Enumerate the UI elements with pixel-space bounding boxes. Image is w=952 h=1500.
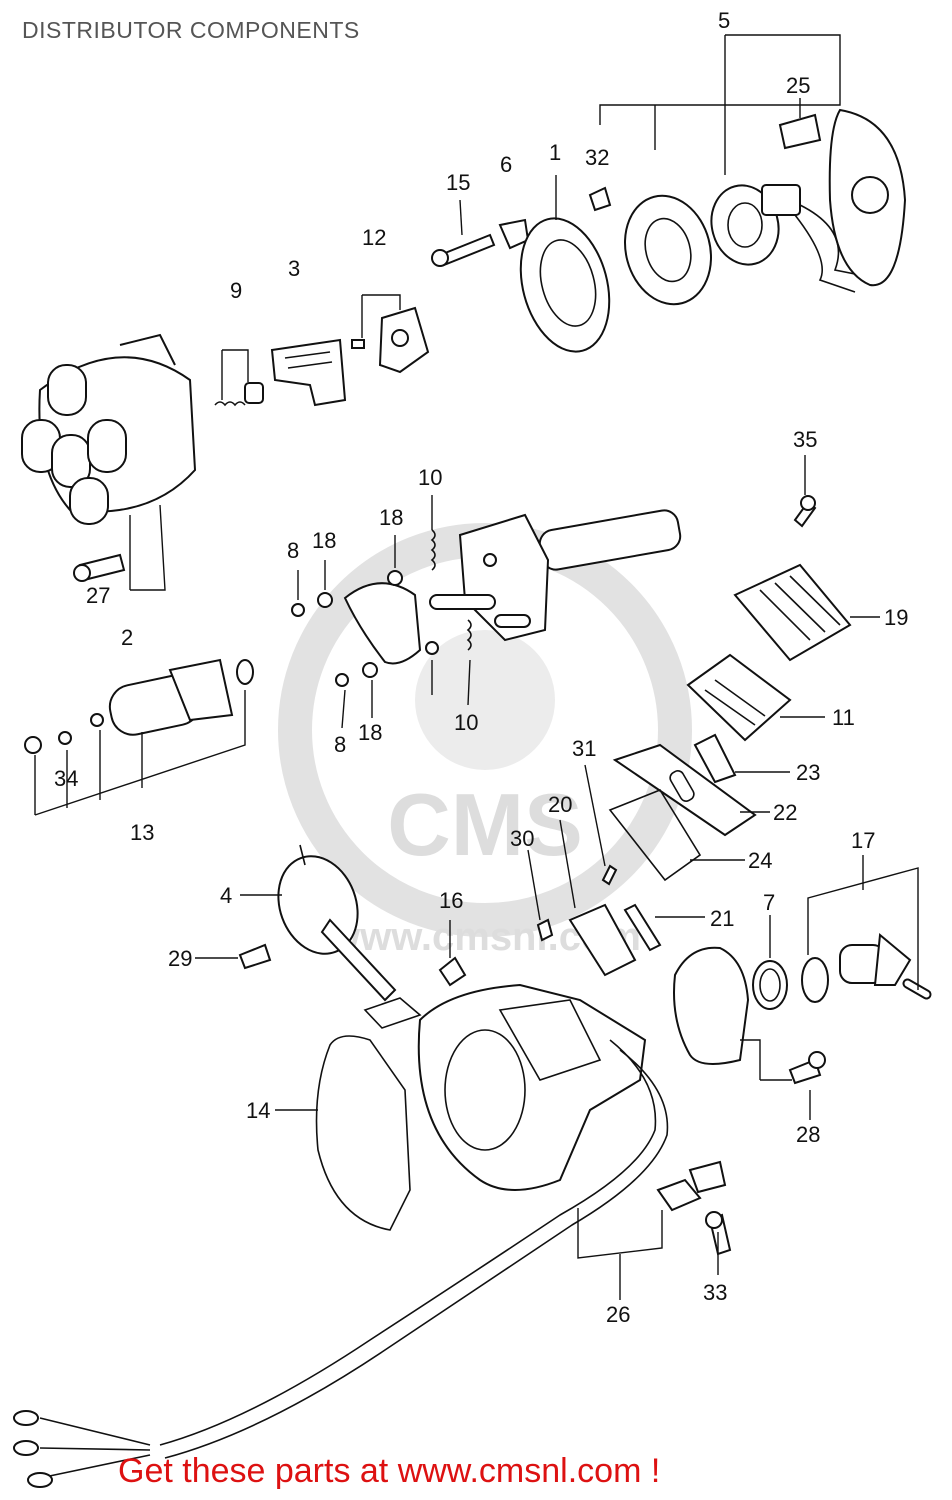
callout-label: 27 [86,583,110,608]
o-ring-14 [275,1035,411,1231]
module-11 [686,653,825,742]
callout-label: 28 [796,1122,820,1147]
callout-label: 13 [130,820,154,845]
vacuum-advance [240,844,397,1002]
igniter-module-19 [733,563,880,662]
callout-label: 8 [287,538,299,563]
screw-29 [195,943,272,970]
callout-label: 22 [773,800,797,825]
spring-10-top [430,495,436,571]
bracket-5 [599,34,841,175]
clamp-25 [778,98,822,150]
callout-label: 12 [362,225,386,250]
callout-label: 29 [168,946,192,971]
breaker-plate [673,946,761,1080]
stator-plate [828,108,907,287]
callout-label: 20 [548,792,572,817]
callout-label: 16 [439,888,463,913]
pickup-coil [710,184,861,293]
reluctor-ring-1 [519,175,611,353]
callout-label: 11 [832,705,855,730]
page-title: DISTRIBUTOR COMPONENTS [22,17,360,43]
callout-label: 33 [703,1280,727,1305]
callout-label: 26 [606,1302,630,1327]
callout-label: 24 [748,848,772,873]
heat-sink-22 [612,743,770,837]
cap-screw-27 [73,553,126,582]
screw-31 [584,764,618,886]
screw-15 [431,199,496,267]
rotor [270,338,347,407]
callout-label: 25 [786,73,810,98]
carbon-brush-spring [214,349,264,407]
watermark-logo: CMS [387,775,583,874]
part-16 [438,956,467,987]
callout-label: 5 [718,8,730,33]
callout-label: 35 [793,427,817,452]
callout-label: 30 [510,826,534,851]
callout-label: 34 [54,766,78,791]
screw-35 [793,495,817,528]
plate-23 [693,733,790,784]
callout-label: 21 [710,906,734,931]
callout-label: 31 [572,736,596,761]
callout-label: 18 [379,505,403,530]
governor-weight [343,582,422,665]
connector-20 [559,819,637,977]
leader-lines [297,455,806,958]
callout-label: 10 [418,465,442,490]
rotor-part-12 [351,294,430,374]
callout-label: 9 [230,278,242,303]
wire-harness [13,1039,669,1488]
callout-label: 6 [500,152,512,177]
callout-label: 3 [288,256,300,281]
callout-label: 4 [220,883,232,908]
callout-label: 17 [851,828,875,853]
callout-label: 15 [446,170,470,195]
callout-label: 7 [763,890,775,915]
screw-28 [760,1051,826,1120]
governor-shaft [429,509,682,642]
callout-label: 23 [796,760,820,785]
condenser [24,658,254,816]
clamp-26 [577,1160,727,1300]
callout-label: 18 [358,720,382,745]
callout-label: 2 [121,625,133,650]
washer-7 [752,915,788,1010]
callout-label: 19 [884,605,908,630]
screw-33 [705,1211,732,1275]
distributor-cap [21,333,197,591]
footer-promo-text: Get these parts at www.cmsnl.com ! [118,1452,661,1490]
washers-8-18 [291,570,439,687]
callout-label: 32 [585,145,609,170]
callout-label: 10 [454,710,478,735]
drive-gear-17 [801,855,932,1003]
clip-32 [588,186,612,212]
callout-label: 8 [334,732,346,757]
callout-label: 14 [246,1098,270,1123]
magnet-ring [624,194,712,306]
callout-label: 18 [312,528,336,553]
terminal-21 [623,903,705,952]
distributor-housing [417,983,647,1191]
gasket-24 [608,789,745,882]
clip-30 [527,849,554,942]
spring-10-bottom [466,619,472,651]
gasket-vacuum [363,997,422,1029]
callout-label: 1 [549,140,561,165]
callout-labels: 1 2 3 4 5 6 7 8 8 9 10 10 11 12 13 14 15… [54,8,908,1327]
